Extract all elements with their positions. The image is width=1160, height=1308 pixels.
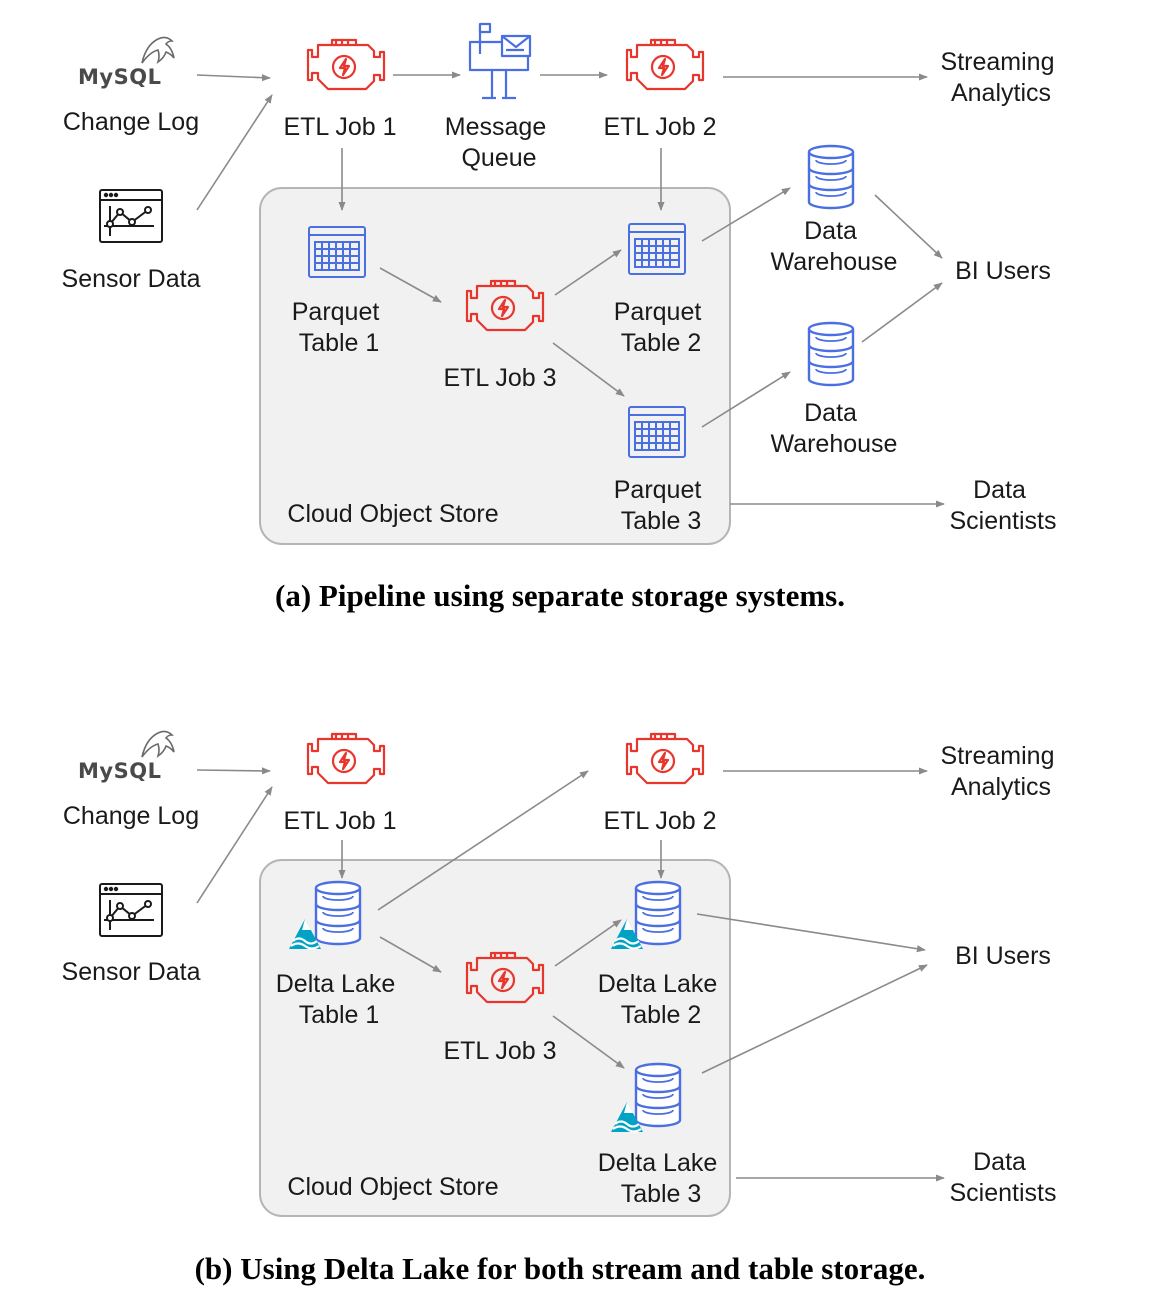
- label-etl-job-3: ETL Job 3: [443, 1037, 556, 1065]
- label-sensor-data: Sensor Data: [62, 265, 201, 293]
- label-change-log: Change Log: [63, 802, 199, 830]
- edge-sensor-to-etl1: [196, 786, 273, 904]
- label-parquet-table-3: Parquet Table 3: [614, 476, 709, 535]
- label-delta-table-2: Delta Lake Table 2: [598, 970, 724, 1029]
- label-etl-job-2: ETL Job 2: [603, 807, 716, 835]
- label-bi-users: BI Users: [955, 942, 1051, 970]
- edge-sensor-to-etl1: [196, 94, 273, 211]
- label-parquet-table-2: Parquet Table 2: [614, 298, 709, 357]
- label-streaming-analytics: Streaming Analytics: [941, 48, 1062, 107]
- label-delta-table-1: Delta Lake Table 1: [276, 970, 402, 1029]
- edge-delta1-to-etl2: [377, 770, 589, 911]
- mysql-logo-text: MySQL: [78, 65, 161, 89]
- label-cloud-object-store: Cloud Object Store: [287, 500, 498, 528]
- label-change-log: Change Log: [63, 108, 199, 136]
- label-parquet-table-1: Parquet Table 1: [292, 298, 387, 357]
- caption-panel-b: (b) Using Delta Lake for both stream and…: [195, 1251, 926, 1286]
- label-delta-table-3: Delta Lake Table 3: [598, 1149, 724, 1208]
- edge-etl3-to-parquet3: [552, 342, 625, 397]
- engine-icon: [306, 732, 386, 785]
- mysql-logo-text: MySQL: [78, 759, 161, 783]
- edge-etl3-to-parquet2: [554, 249, 622, 296]
- engine-icon: [306, 38, 386, 91]
- edge-warehouse2-to-bi: [861, 282, 943, 343]
- mailbox-icon: [468, 22, 532, 100]
- sensor-chart-icon: [99, 883, 163, 937]
- caption-panel-a: (a) Pipeline using separate storage syst…: [275, 578, 845, 613]
- sensor-chart-icon: [99, 189, 163, 243]
- edges-panel-b: [196, 767, 945, 1182]
- label-etl-job-1: ETL Job 1: [283, 113, 396, 141]
- label-sensor-data: Sensor Data: [62, 958, 201, 986]
- edge-etl3-to-delta2: [554, 919, 622, 967]
- label-data-scientists: Data Scientists: [950, 1148, 1057, 1207]
- edge-parquet1-to-etl3: [379, 267, 442, 303]
- label-data-warehouse-1: Data Warehouse: [771, 217, 898, 276]
- mysql-dolphin-logo-icon: [141, 730, 175, 758]
- database-cylinder-icon: [634, 1062, 682, 1128]
- engine-icon: [625, 38, 705, 91]
- database-cylinder-icon: [807, 321, 855, 387]
- label-streaming-analytics: Streaming Analytics: [941, 742, 1062, 801]
- edge-delta3-to-bi: [701, 964, 928, 1074]
- edge-warehouse1-to-bi: [874, 194, 943, 259]
- edge-etl3-to-delta3: [552, 1015, 625, 1069]
- edge-mysql-to-etl1: [196, 767, 271, 775]
- database-cylinder-icon: [634, 880, 682, 946]
- label-bi-users: BI Users: [955, 257, 1051, 285]
- label-etl-job-2: ETL Job 2: [603, 113, 716, 141]
- label-etl-job-3: ETL Job 3: [443, 364, 556, 392]
- edge-delta2-to-bi: [696, 913, 926, 953]
- mysql-dolphin-logo-icon: [141, 36, 175, 64]
- edge-parquet3-to-warehouse2: [701, 371, 791, 428]
- label-data-warehouse-2: Data Warehouse: [771, 399, 898, 458]
- label-message-queue: Message Queue: [445, 113, 553, 172]
- label-cloud-object-store: Cloud Object Store: [287, 1173, 498, 1201]
- engine-icon: [625, 732, 705, 785]
- edges-panel-a: [196, 71, 945, 508]
- panel-a: MySQL Change Log Sensor Data ETL Job 1 M…: [62, 22, 1062, 613]
- edge-parquet2-to-warehouse1: [701, 187, 791, 242]
- cloud-object-store-container: [259, 187, 731, 545]
- label-data-scientists: Data Scientists: [950, 476, 1057, 535]
- panel-b: MySQL Change Log Sensor Data ETL Job 1 E…: [62, 730, 1062, 1286]
- database-cylinder-icon: [314, 880, 362, 946]
- edge-delta1-to-etl3: [379, 936, 442, 973]
- label-etl-job-1: ETL Job 1: [283, 807, 396, 835]
- database-cylinder-icon: [807, 144, 855, 210]
- edge-mysql-to-etl1: [196, 74, 271, 82]
